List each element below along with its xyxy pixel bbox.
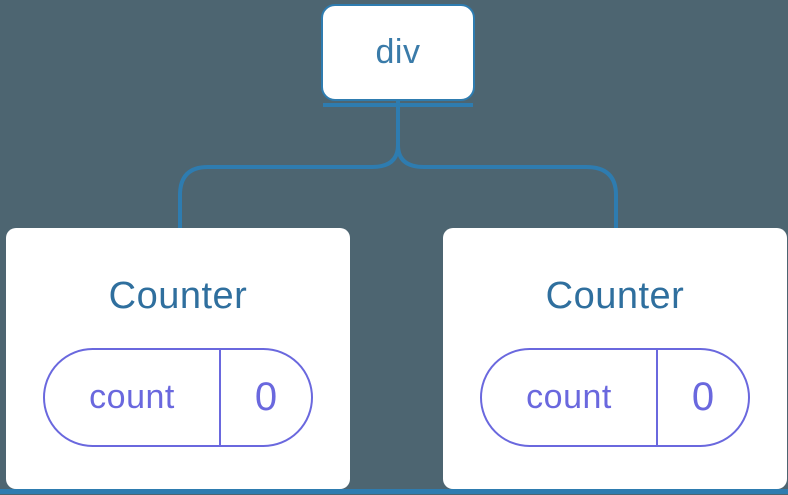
counter-title: Counter (108, 275, 248, 317)
state-key-label: count (89, 378, 175, 416)
tree-node-counter-right: Counter count 0 (443, 228, 787, 489)
state-value-label: 0 (691, 375, 715, 419)
branch-right (396, 101, 618, 228)
tree-node-root: div (321, 4, 475, 101)
baseline-divider (0, 489, 788, 494)
root-node-label: div (375, 33, 421, 71)
counter-title: Counter (545, 275, 685, 317)
branch-left (178, 101, 400, 228)
state-key-section: count (482, 350, 656, 445)
state-key-section: count (45, 350, 219, 445)
state-pill: count 0 (480, 348, 750, 447)
state-value-section: 0 (219, 350, 311, 445)
state-key-label: count (526, 378, 612, 416)
tree-node-counter-left: Counter count 0 (6, 228, 350, 489)
state-pill: count 0 (43, 348, 313, 447)
state-value-section: 0 (656, 350, 748, 445)
state-value-label: 0 (254, 375, 278, 419)
